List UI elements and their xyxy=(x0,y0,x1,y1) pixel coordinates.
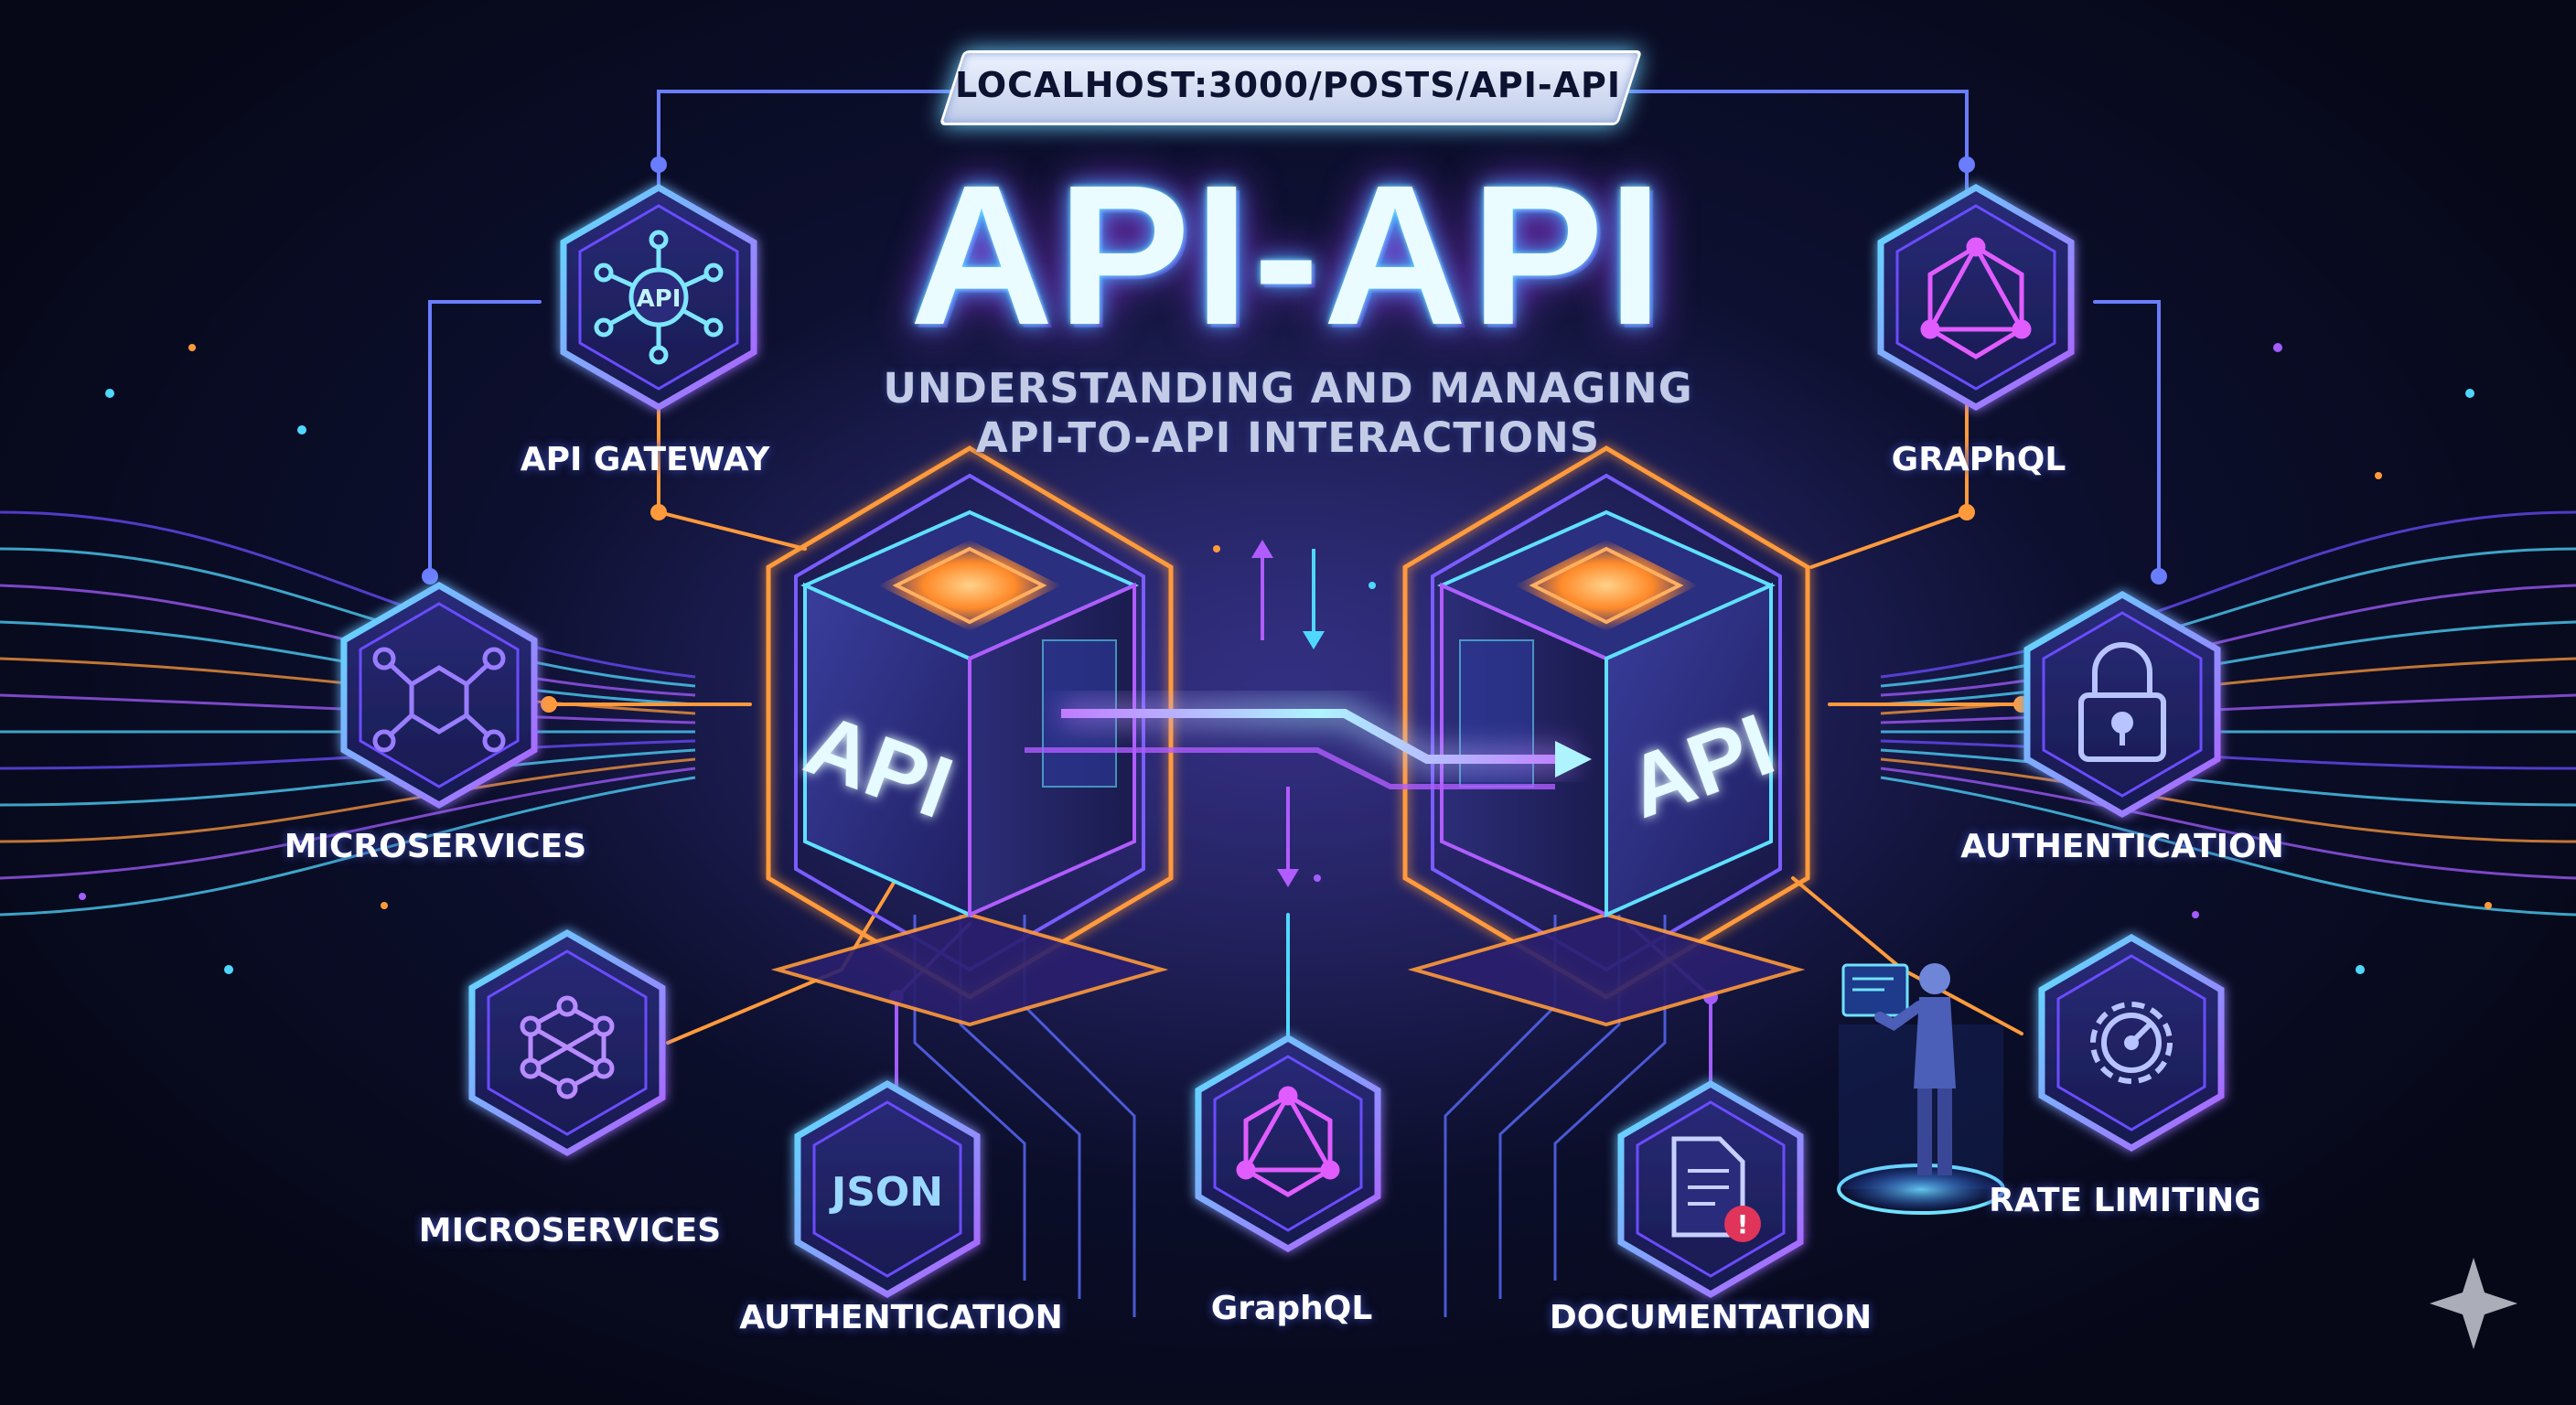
left-data-streams xyxy=(0,510,696,917)
network-hub-icon xyxy=(594,230,724,365)
gear-gauge-icon xyxy=(2090,1002,2173,1084)
microservices-left-label: MICROSERVICES xyxy=(284,828,587,865)
node-authentication-right xyxy=(2023,590,2221,819)
lock-icon xyxy=(2078,642,2166,762)
api-gateway-badge: API xyxy=(637,285,682,313)
json-node-label: AUTHENTICATION xyxy=(739,1299,1063,1336)
node-documentation: ! xyxy=(1617,1079,1804,1299)
document-alert-icon: ! xyxy=(1671,1136,1761,1242)
developer-figure xyxy=(1837,963,2005,1215)
network-nodes-icon xyxy=(372,647,506,753)
page-title: API-API xyxy=(909,145,1667,367)
graphql-top-label: GRAPhQL xyxy=(1891,441,2066,478)
node-microservices-bottom xyxy=(468,928,666,1157)
authentication-right-label: AUTHENTICATION xyxy=(1960,828,2284,865)
node-json: JSON xyxy=(794,1079,981,1299)
graphql-bottom-label: GraphQL xyxy=(1210,1290,1373,1327)
api-gateway-label: API GATEWAY xyxy=(520,441,770,478)
subtitle-line-1: UNDERSTANDING AND MANAGING xyxy=(883,364,1693,413)
rate-limiting-label: RATE LIMITING xyxy=(1989,1182,2261,1219)
documentation-label: DOCUMENTATION xyxy=(1549,1299,1873,1336)
graphql-icon xyxy=(1236,1086,1340,1197)
api-connection-beam xyxy=(1025,700,1592,789)
sync-arrows xyxy=(1251,540,1325,887)
molecule-icon xyxy=(520,995,615,1099)
node-rate-limiting xyxy=(2038,933,2225,1153)
json-icon: JSON xyxy=(829,1169,943,1216)
node-microservices-left xyxy=(340,581,538,810)
node-graphql-bottom xyxy=(1195,1034,1381,1253)
node-api-gateway: API xyxy=(560,183,757,412)
cube-left xyxy=(766,445,1174,1027)
sparkle-icon xyxy=(2430,1258,2517,1349)
node-graphql-top xyxy=(1877,183,2075,412)
particles xyxy=(79,343,2492,974)
subtitle-line-2: API-TO-API INTERACTIONS xyxy=(975,413,1601,462)
microservices-bottom-label: MICROSERVICES xyxy=(418,1212,722,1249)
url-text: LOCALHOST:3000/POSTS/API-API xyxy=(954,65,1622,105)
right-data-streams xyxy=(1880,510,2576,917)
svg-text:!: ! xyxy=(1737,1209,1749,1239)
graphql-icon xyxy=(1920,237,2032,359)
cube-right xyxy=(1402,445,1810,1027)
